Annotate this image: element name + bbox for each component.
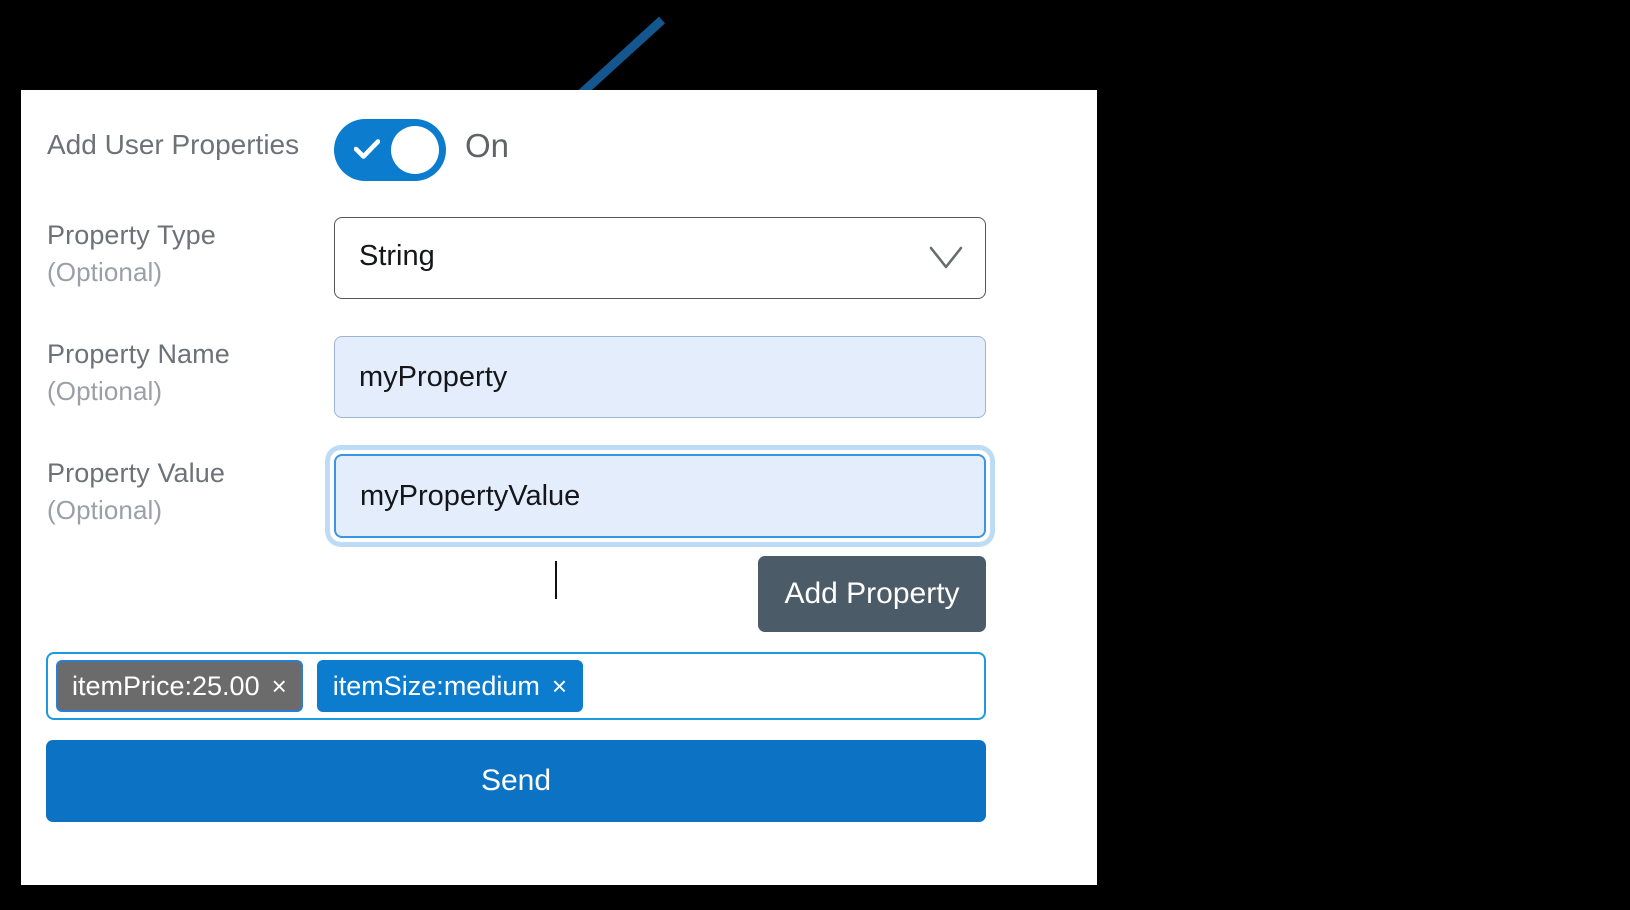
property-tag-label: itemSize:medium — [332, 670, 540, 701]
property-tag[interactable]: itemSize:medium × — [316, 660, 584, 712]
check-icon — [354, 139, 380, 159]
send-button[interactable]: Send — [46, 740, 986, 822]
toggle-knob — [391, 126, 439, 174]
user-properties-panel: Add User Properties On Property Type (Op… — [21, 90, 1097, 885]
property-value-focus-ring — [330, 450, 990, 542]
close-icon[interactable]: × — [271, 671, 287, 701]
property-name-label-text: Property Name — [47, 339, 230, 369]
property-type-selected-value: String — [359, 240, 435, 272]
property-name-label: Property Name (Optional) — [47, 335, 230, 410]
property-name-optional: (Optional) — [47, 376, 163, 407]
property-value-input[interactable] — [334, 454, 986, 538]
property-tag-label: itemPrice:25.00 — [72, 670, 260, 701]
add-property-button[interactable]: Add Property — [758, 556, 986, 632]
property-type-select[interactable]: String — [334, 217, 986, 299]
add-user-properties-label: Add User Properties — [47, 129, 300, 160]
property-name-input[interactable] — [334, 336, 986, 418]
property-value-label: Property Value (Optional) — [47, 454, 225, 529]
property-value-label-text: Property Value — [47, 458, 225, 488]
property-tag[interactable]: itemPrice:25.00 × — [56, 660, 303, 712]
add-user-properties-row: Add User Properties On — [21, 113, 1097, 183]
chevron-down-icon — [929, 246, 963, 269]
properties-tag-container[interactable]: itemPrice:25.00 × itemSize:medium × — [46, 652, 986, 720]
add-user-properties-toggle[interactable] — [334, 119, 446, 181]
close-icon[interactable]: × — [551, 671, 568, 701]
property-type-label-text: Property Type — [47, 220, 216, 250]
toggle-state-label: On — [465, 127, 510, 164]
property-value-optional: (Optional) — [47, 495, 163, 526]
property-type-optional: (Optional) — [47, 257, 163, 288]
text-caret — [555, 561, 557, 599]
property-type-label: Property Type (Optional) — [47, 216, 216, 291]
